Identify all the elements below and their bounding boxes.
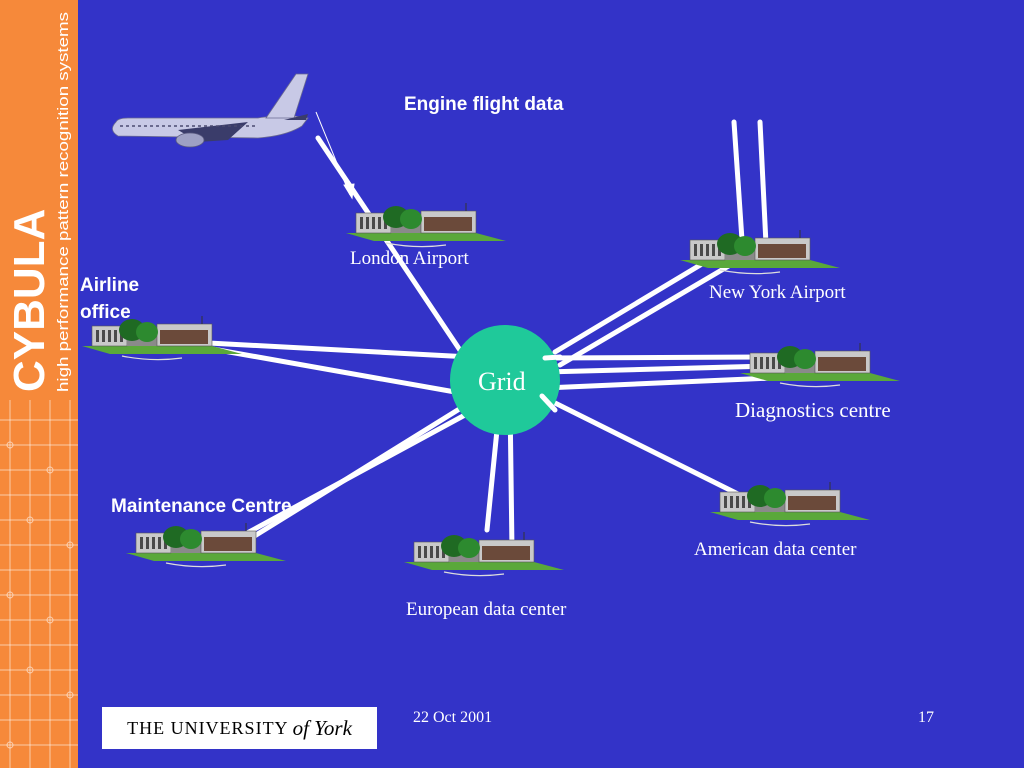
link-maint-b: [235, 393, 503, 541]
building-icon: [679, 229, 841, 275]
link-diagnostics-b: [542, 363, 773, 375]
brand-tagline: high performance pattern recognition sys…: [55, 12, 72, 392]
grid-label: Grid: [478, 367, 526, 396]
university-of-york-logo: THE UNIVERSITY of York: [102, 707, 377, 749]
link-ny-plane-b: [757, 119, 769, 247]
grid-node: [450, 325, 560, 435]
label-new-york-airport: New York Airport: [709, 282, 846, 303]
link-diagnostics-c: [542, 375, 775, 391]
brand-name: CYBULA: [5, 209, 54, 392]
label-diagnostics-centre: Diagnostics centre: [735, 398, 891, 422]
sidebar-grid-pattern: [0, 400, 78, 768]
link-diagnostics-a: [542, 354, 773, 361]
label-airline-office: Airline office: [80, 275, 140, 323]
footer-date: 22 Oct 2001: [413, 709, 493, 726]
cybula-logo: CYBULA high performance pattern recognit…: [5, 12, 72, 392]
link-american: [542, 395, 753, 503]
building-icon: [709, 481, 871, 527]
link-ny-plane-a: [731, 119, 745, 243]
logo-main-text: THE UNIVERSITY: [127, 717, 289, 738]
page-number: 17: [918, 709, 934, 726]
airplane-icon: [111, 73, 309, 148]
label-european-data-center: European data center: [406, 599, 567, 620]
logo-of-york-text: of York: [292, 715, 352, 740]
sidebar: CYBULA high performance pattern recognit…: [0, 0, 78, 768]
label-american-data-center: American data center: [694, 539, 857, 560]
label-maintenance-centre: Maintenance Centre: [111, 496, 292, 517]
diagram-title: Engine flight data: [404, 94, 564, 115]
building-icon: [345, 202, 507, 248]
link-airline-a: [187, 339, 473, 360]
label-london-airport: London Airport: [350, 248, 469, 269]
building-icon: [403, 531, 565, 577]
